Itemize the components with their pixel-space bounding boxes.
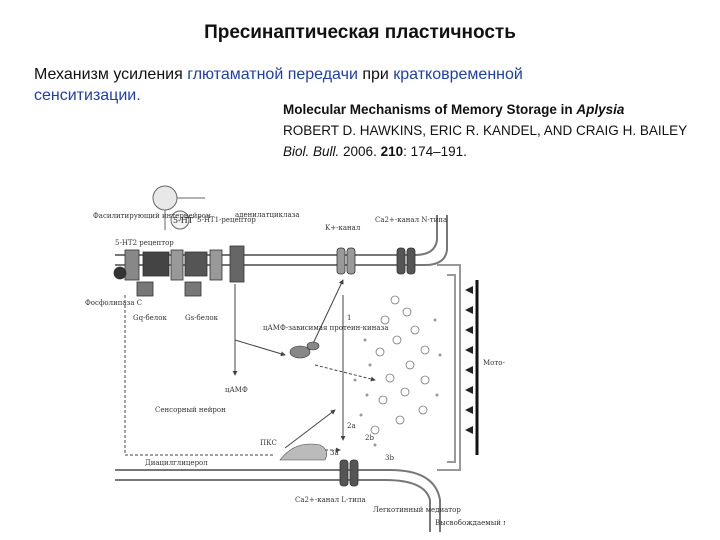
label-ca-channel-l: Ca2+-канал L-типа xyxy=(295,496,366,504)
intro-highlight-glutamate: глютаматной передачи xyxy=(187,66,358,83)
label-mobile-mediator: Легкотинный медиатор xyxy=(373,506,461,514)
label-dag: Диацилглицерол xyxy=(145,459,208,467)
intro-highlight-sensitization: сенситизации. xyxy=(34,87,141,104)
reference-title: Molecular Mechanisms of Memory Storage i… xyxy=(283,99,713,120)
label-step-3a: 3a xyxy=(330,449,339,457)
reference-citation: Biol. Bull. 2006. 210: 174–191. xyxy=(283,141,713,162)
label-5ht1-receptor: 5-HT1-рецептор xyxy=(197,216,256,224)
label-motoneuron: Мото-нейрон xyxy=(483,359,505,367)
label-adenylate-cyclase: аденилатциклаза xyxy=(235,211,300,219)
label-camp: цАМФ xyxy=(225,386,248,394)
intro-highlight-short-term: кратковременной xyxy=(393,66,523,83)
reference-title-species: Aplysia xyxy=(576,102,625,117)
membrane-channels xyxy=(336,247,416,487)
reference-title-text: Molecular Mechanisms of Memory Storage i… xyxy=(283,102,577,117)
label-facilitating-interneuron: Фасилитирующий интернейрон xyxy=(93,212,211,220)
label-step-1: 1 xyxy=(347,314,351,322)
mediator-dots xyxy=(353,318,442,447)
reference-journal: Biol. Bull. xyxy=(283,144,340,159)
receptor-complexes xyxy=(113,245,245,297)
reference-volume: 210 xyxy=(380,144,404,159)
page-title: Пресинаптическая пластичность xyxy=(204,22,516,43)
pkc-shape xyxy=(279,443,327,461)
intro-part-1: Механизм усиления xyxy=(34,66,188,83)
label-step-2b: 2b xyxy=(365,434,374,442)
label-phospholipase: Фосфолипаза С xyxy=(85,299,142,307)
label-ca-channel-n: Ca2+-канал N-типа xyxy=(375,216,447,224)
label-gs-protein: Gs-белок xyxy=(185,314,219,322)
receptor-triangles xyxy=(465,286,473,434)
label-5ht2-receptor: 5-HT2 рецептор xyxy=(115,239,174,247)
intro-text: Механизм усиления глютаматной передачи п… xyxy=(34,64,634,106)
label-gq-protein: Gq-белок xyxy=(133,314,167,322)
presynaptic-mechanism-diagram: Фасилитирующий интернейрон 5-HT 5-HT1-ре… xyxy=(85,185,505,532)
label-released-mediator: Высвобождаемый медиатор xyxy=(435,519,505,527)
signaling-arrows xyxy=(124,279,376,456)
pka-shape xyxy=(289,341,320,359)
synaptic-vesicles xyxy=(370,295,430,435)
reference-pages: : 174–191. xyxy=(403,144,467,159)
intro-part-3: при xyxy=(357,66,394,83)
label-pkc: ПКС xyxy=(260,439,277,447)
reference-block: Molecular Mechanisms of Memory Storage i… xyxy=(283,99,713,162)
label-step-2a: 2a xyxy=(347,422,356,430)
reference-year: 2006. xyxy=(339,144,381,159)
label-step-3b: 3b xyxy=(385,454,394,462)
label-sensory-neuron: Сенсорный нейрон xyxy=(155,406,226,414)
label-k-channel: K+-канал xyxy=(325,224,361,232)
facilitating-interneuron xyxy=(152,185,205,230)
label-pka: цАМФ-зависимая протеин-киназа xyxy=(263,324,389,332)
label-serotonin: 5-HT xyxy=(173,216,194,225)
reference-authors: ROBERT D. HAWKINS, ERIC R. KANDEL, AND C… xyxy=(283,123,688,138)
